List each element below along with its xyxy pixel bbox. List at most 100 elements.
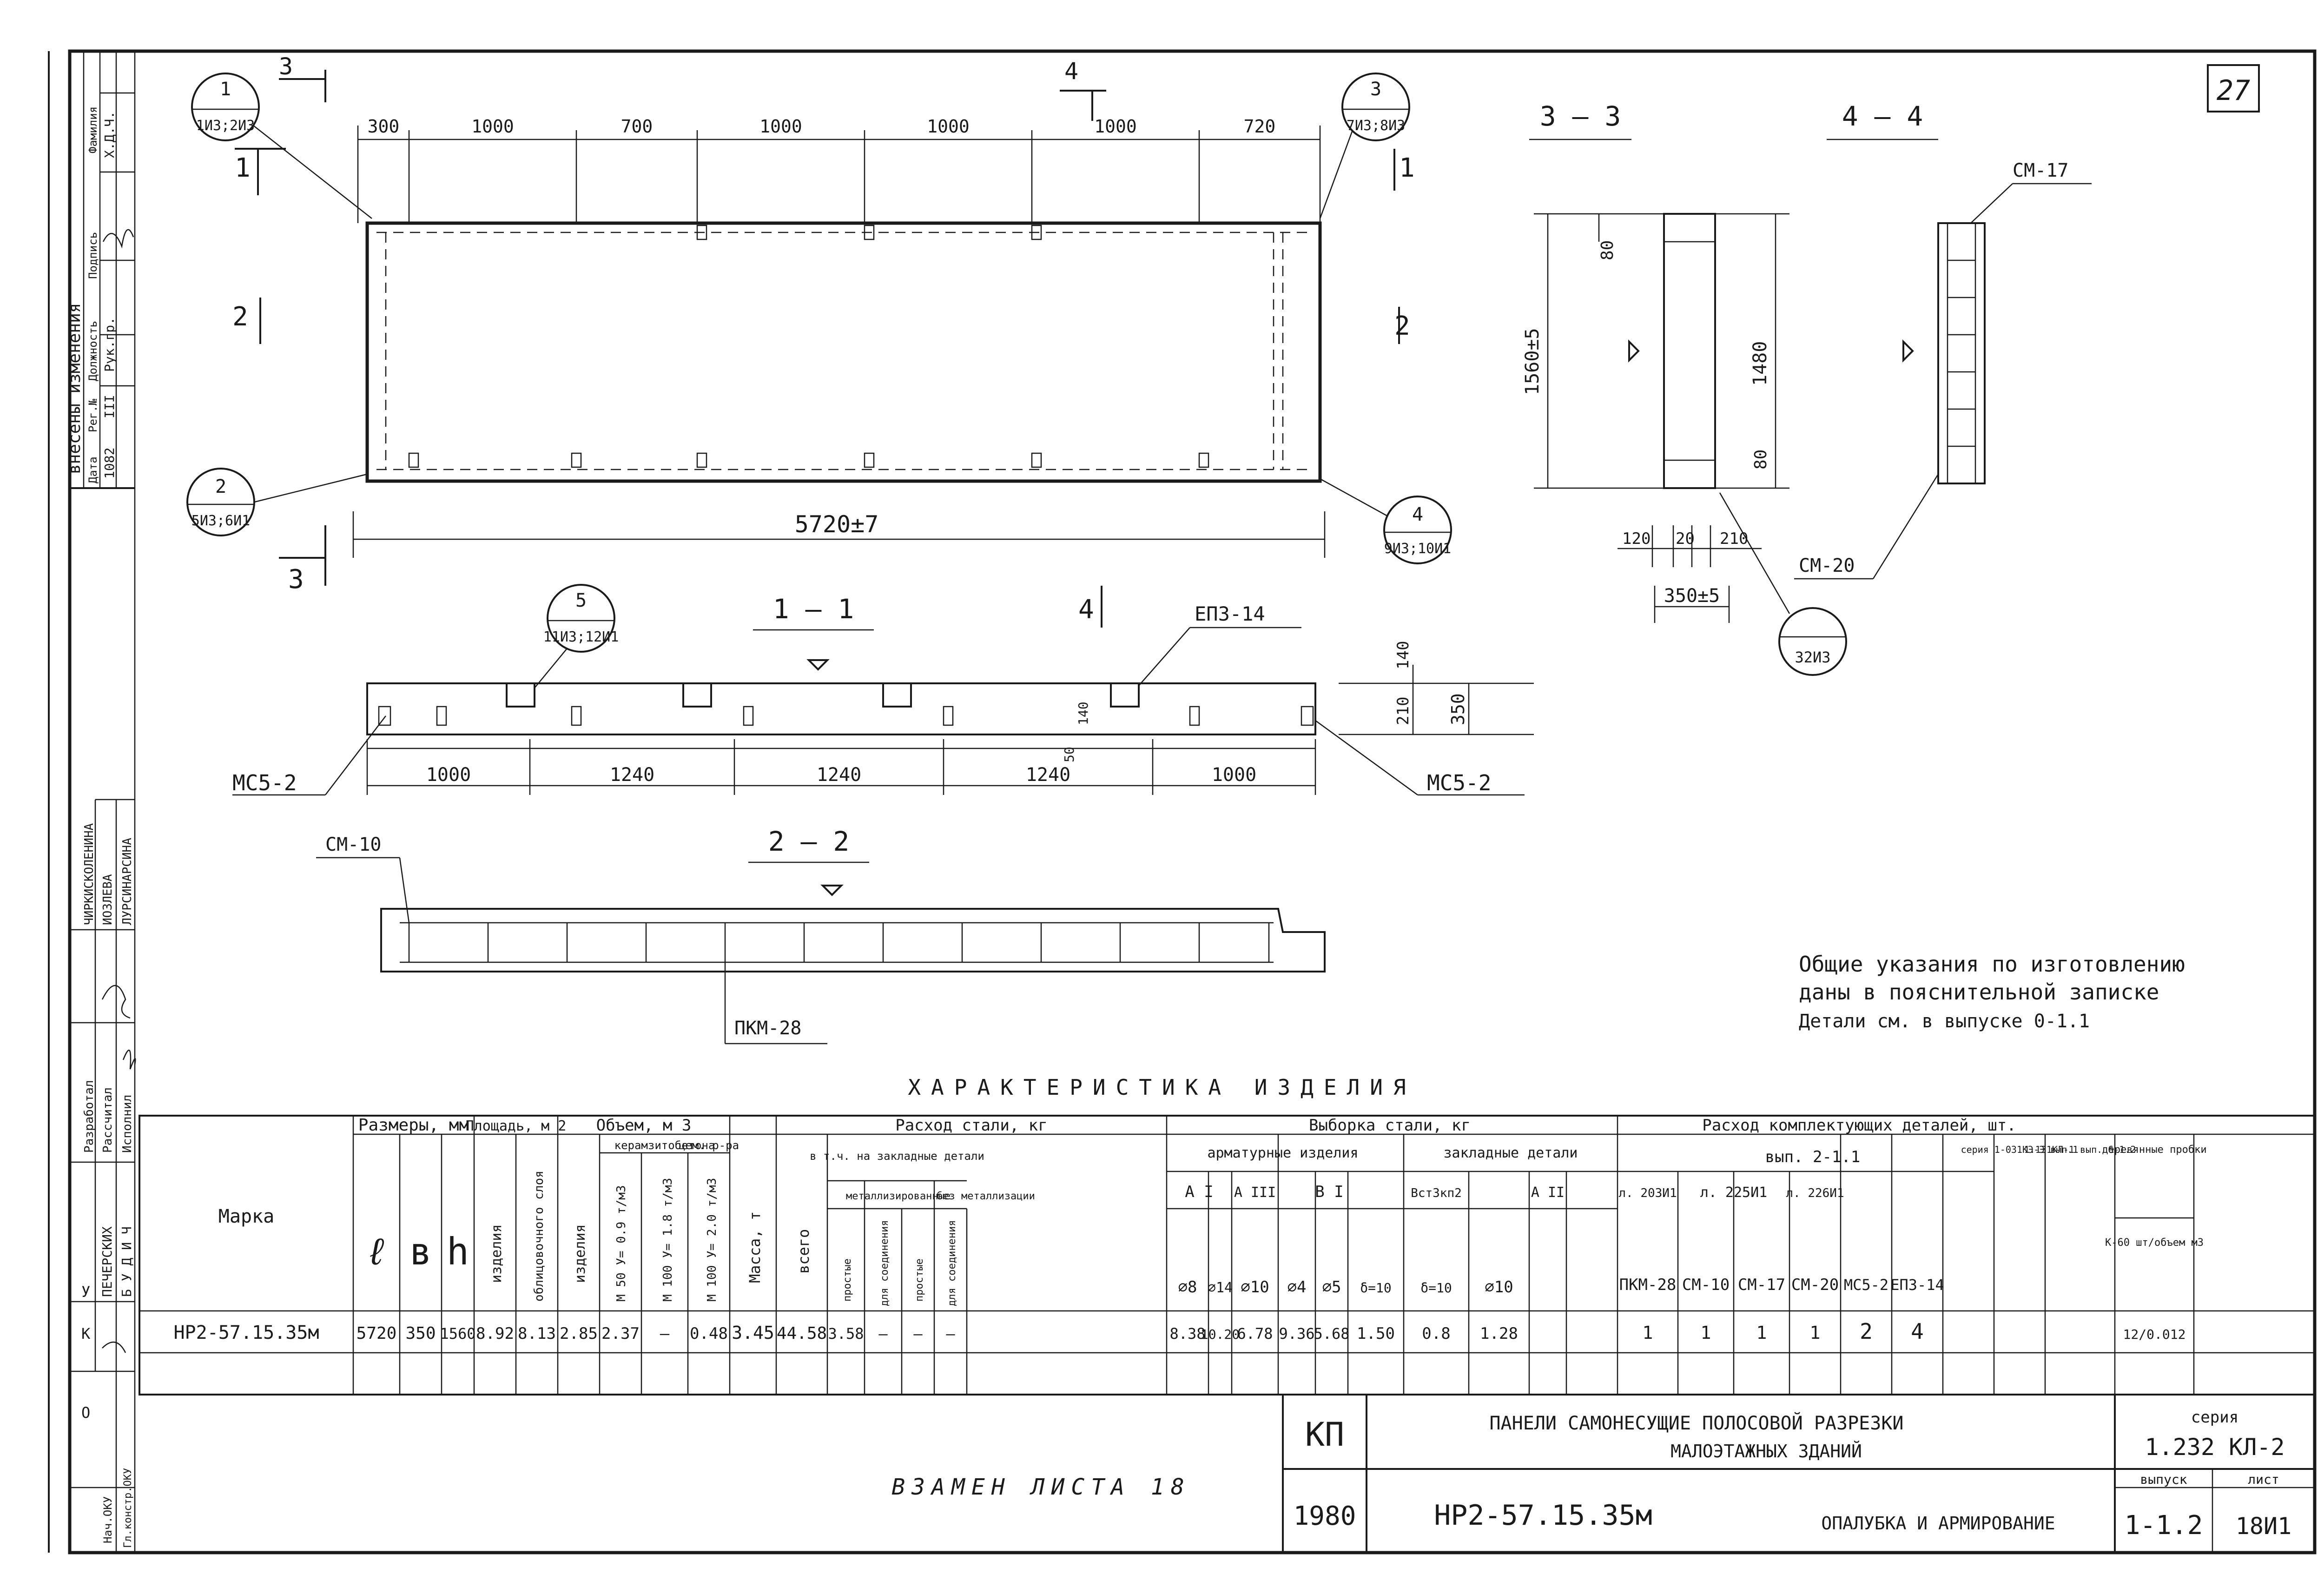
th-part-sm17: СМ-17 <box>1738 1276 1785 1294</box>
dim-80-bottom: 80 <box>1751 450 1770 470</box>
callout-1-text: 1ИЗ;2ИЗ <box>196 118 255 134</box>
th-steel-selection: Выборка стали, кг <box>1309 1116 1471 1135</box>
th-sub-4: для соединения <box>946 1220 958 1306</box>
th-part-sm10: СМ-10 <box>1682 1276 1730 1294</box>
revisions-header-date: Дата <box>86 456 99 483</box>
th-class-vst: Вст3кп2 <box>1411 1186 1462 1200</box>
th-width: в <box>409 1230 432 1273</box>
cell-b: 350 <box>405 1324 436 1343</box>
callout-circle-32 <box>1778 607 1847 676</box>
th-sheet-226: л. 226И1 <box>1786 1186 1844 1200</box>
revisions-header-reg: Рег.№ <box>86 398 99 432</box>
th-sub-3: простые <box>914 1258 925 1302</box>
cell-vol-y1: 2.37 <box>601 1324 640 1343</box>
tb-document: ОПАЛУБКА И АРМИРОВАНИЕ <box>1821 1513 2055 1534</box>
th-area-cladding: облицовочного слоя <box>532 1171 546 1302</box>
dim-120: 120 <box>1622 529 1651 548</box>
tb-title-line1: ПАНЕЛИ САМОНЕСУЩИЕ ПОЛОСОВОЙ РАЗРЕЗКИ <box>1489 1412 1903 1434</box>
th-delta10-2: δ=10 <box>1420 1280 1452 1296</box>
signer-name-5: ЛУРСИНАРСИНА <box>120 838 134 925</box>
notes: Общие указания по изготовлению даны в по… <box>1799 952 2185 1032</box>
dim-top-7: 720 <box>1244 116 1276 137</box>
tb-series: 1.232 КЛ-2 <box>2145 1434 2284 1461</box>
th-class-a2: А II <box>1531 1184 1565 1201</box>
section-1-1-title: 1 — 1 <box>773 593 854 625</box>
signer-name-2: Б У Д И Ч <box>119 1226 134 1297</box>
section-mark-2-right: 2 <box>1394 311 1410 341</box>
th-d14: ⌀14 <box>1208 1280 1233 1296</box>
cell-pkm28: 1 <box>1643 1323 1653 1343</box>
cell-steel-4: — <box>946 1325 955 1343</box>
th-area: Площадь, м 2 <box>466 1118 567 1134</box>
th-length: ℓ <box>365 1230 388 1273</box>
revisions-header-position: Должность <box>86 321 99 381</box>
replaces-sheet: ВЗАМЕН ЛИСТА 18 <box>891 1474 1190 1500</box>
cell-sm20: 1 <box>1810 1323 1821 1343</box>
cell-area-product: 8.92 <box>476 1324 514 1343</box>
dim-1000-right: 1000 <box>1212 764 1256 786</box>
callout-5-num: 5 <box>575 590 587 611</box>
tb-issue-label: выпуск <box>2140 1472 2187 1487</box>
signature-mark <box>122 1049 136 1070</box>
dim-top-1: 300 <box>368 116 400 137</box>
panel-elevation: 300 1000 700 1000 1000 1000 720 5720±7 3 <box>186 53 1452 628</box>
role-executed: Исполнил <box>120 1095 134 1153</box>
head-okb: Нач.ОКУ <box>101 1496 114 1543</box>
th-expanded-clay: керамзитобетона <box>614 1139 715 1152</box>
th-non-metallized: без металлизации <box>937 1191 1035 1202</box>
label-ms5-2-left: МС5-2 <box>232 770 297 795</box>
cell-ms52: 2 <box>1860 1319 1873 1344</box>
revisions-value-date: 1082 <box>102 448 117 479</box>
th-d5: ⌀5 <box>1322 1278 1341 1296</box>
label-sm-20: СМ-20 <box>1799 555 1855 576</box>
section-1-1: 1 — 1 1000 1240 1240 1240 1000 140 210 3… <box>232 584 1534 796</box>
revision-strip: внесены изменения Дата Рег.№ Должность П… <box>65 51 136 1553</box>
th-d10: ⌀10 <box>1241 1278 1269 1296</box>
th-sub-2: для соединения <box>879 1220 891 1306</box>
th-class-a1: А I <box>1185 1183 1213 1201</box>
tb-sheet: 18И1 <box>2236 1513 2291 1540</box>
note-line-1: Общие указания по изготовлению <box>1799 952 2185 977</box>
section-mark-2-left: 2 <box>232 302 248 332</box>
dim-top-4: 1000 <box>759 116 802 137</box>
role-developed: Разработал <box>82 1080 96 1153</box>
th-series-131: 1.131КЛ-1 вып. 6-1.2 <box>2024 1144 2136 1155</box>
th-volume-product: изделия <box>572 1224 588 1283</box>
th-mass: Масса, т <box>746 1211 764 1283</box>
cell-vol-y3: 0.48 <box>690 1324 728 1343</box>
cell-wooden-plugs: 12/0.012 <box>2123 1327 2186 1342</box>
dim-210: 210 <box>1720 529 1748 548</box>
section-3-3: 3 — 3 80 1560±5 1480 80 120 20 210 350±5… <box>1522 100 1847 676</box>
th-volume: Объем, м 3 <box>596 1116 692 1135</box>
section-4-4: 4 — 4 СМ-17 СМ-20 <box>1794 100 2092 580</box>
section-mark-3-top: 3 <box>279 53 293 80</box>
th-d10-emb: ⌀10 <box>1485 1278 1513 1296</box>
revisions-header-name: Фамилия <box>86 106 99 153</box>
signature-mark <box>102 229 134 249</box>
sheet-number: 27 <box>2217 74 2250 107</box>
dim-top-2: 1000 <box>471 116 514 137</box>
th-cement: цем. р-ра <box>679 1139 739 1152</box>
revisions-value-name: Х.Д.Ч. <box>102 111 117 158</box>
cell-delta-2: 0.8 <box>1422 1324 1450 1343</box>
callout-circle-3 <box>1341 73 1410 141</box>
dim-350-r: 350 <box>1448 693 1468 725</box>
cell-d8: 8.38 <box>1169 1325 1205 1343</box>
th-sheet-225: л. 225И1 <box>1700 1184 1768 1201</box>
cell-d10: 6.78 <box>1237 1325 1273 1343</box>
dim-top-6: 1000 <box>1094 116 1137 137</box>
callout-2-num: 2 <box>215 476 226 497</box>
label-sm-17: СМ-17 <box>2013 160 2068 181</box>
th-sheet-203: л. 203И1 <box>1618 1186 1677 1200</box>
title-block: КП 1980 ПАНЕЛИ САМОНЕСУЩИЕ ПОЛОСОВОЙ РАЗ… <box>891 1395 2315 1553</box>
chief-designer-okb: Гл.констр.ОКУ <box>122 1468 134 1548</box>
revisions-value-position: Рук.гр. <box>102 317 117 372</box>
revisions-header-sign: Подпись <box>86 232 99 279</box>
th-y2: М 100 У= 1.8 т/м3 <box>661 1178 675 1302</box>
th-components: Расход комплектующих деталей, шт. <box>1702 1116 2016 1135</box>
dim-140: 140 <box>1394 641 1413 669</box>
stamp-letter-k: К <box>81 1325 91 1343</box>
cell-vol-y2: — <box>660 1324 670 1343</box>
